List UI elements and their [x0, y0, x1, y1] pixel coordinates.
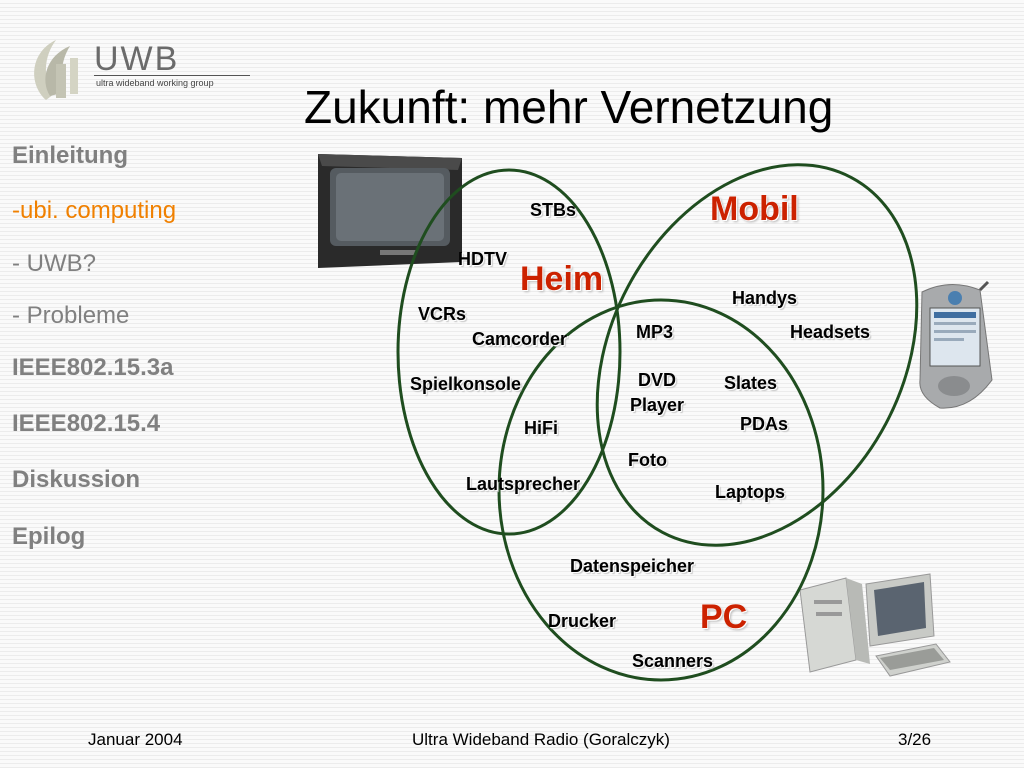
nav-item-probleme[interactable]: - Probleme: [12, 302, 130, 329]
item-datenspeicher: Datenspeicher: [570, 556, 695, 576]
item-dvd-line2: Player: [629, 395, 685, 415]
logo-subtitle: ultra wideband working group: [96, 78, 214, 88]
circle-pc: [497, 298, 825, 682]
item-hdtv: HDTV: [458, 249, 507, 269]
footer-title: Ultra Wideband Radio (Goralczyk): [412, 730, 670, 749]
logo-divider: [94, 75, 250, 76]
nav-item-diskussion[interactable]: Diskussion: [12, 466, 141, 493]
group-label-pc: PC: [700, 598, 748, 636]
circle-heim: [396, 168, 622, 536]
item-vcrs: VCRs: [418, 304, 467, 324]
item-camcorder: Camcorder: [472, 329, 568, 349]
item-stbs: STBs: [530, 200, 577, 220]
item-scanners: Scanners: [632, 651, 714, 671]
group-label-mobil: Mobil: [710, 190, 799, 228]
footer-page-number: 3/26: [898, 730, 932, 749]
item-dvd-player: DVD Player: [622, 368, 692, 418]
nav-item-epilog[interactable]: Epilog: [12, 523, 86, 550]
item-drucker: Drucker: [548, 611, 617, 631]
pda-icon: [919, 280, 993, 409]
footer-date: Januar 2004: [88, 730, 183, 749]
item-foto: Foto: [628, 450, 667, 470]
item-hifi: HiFi: [524, 418, 558, 438]
item-pdas: PDAs: [740, 414, 789, 434]
logo-text: UWB: [94, 40, 180, 78]
nav-item-ubi-computing[interactable]: -ubi. computing: [12, 197, 177, 224]
slide-title: Zukunft: mehr Vernetzung: [304, 81, 834, 133]
item-dvd-line1: DVD: [637, 370, 676, 390]
item-handys: Handys: [732, 288, 798, 308]
circle-mobil: [595, 163, 919, 547]
uwb-logo: [26, 34, 256, 106]
uwb-logo-icon: [34, 40, 78, 100]
item-laptops: Laptops: [715, 482, 785, 502]
pc-icon: [799, 573, 951, 677]
nav-item-uwb[interactable]: - UWB?: [12, 250, 96, 277]
nav-item-ieee802-15-3a[interactable]: IEEE802.15.3a: [12, 354, 174, 381]
item-slates: Slates: [724, 373, 778, 393]
item-headsets: Headsets: [790, 322, 871, 342]
group-label-heim: Heim: [520, 260, 604, 298]
nav-item-einleitung[interactable]: Einleitung: [12, 142, 128, 169]
item-lautsprecher: Lautsprecher: [466, 474, 581, 494]
item-spielkonsole: Spielkonsole: [410, 374, 522, 394]
tv-icon: [318, 154, 462, 268]
nav-item-ieee802-15-4[interactable]: IEEE802.15.4: [12, 410, 161, 437]
item-mp3: MP3: [636, 322, 674, 342]
